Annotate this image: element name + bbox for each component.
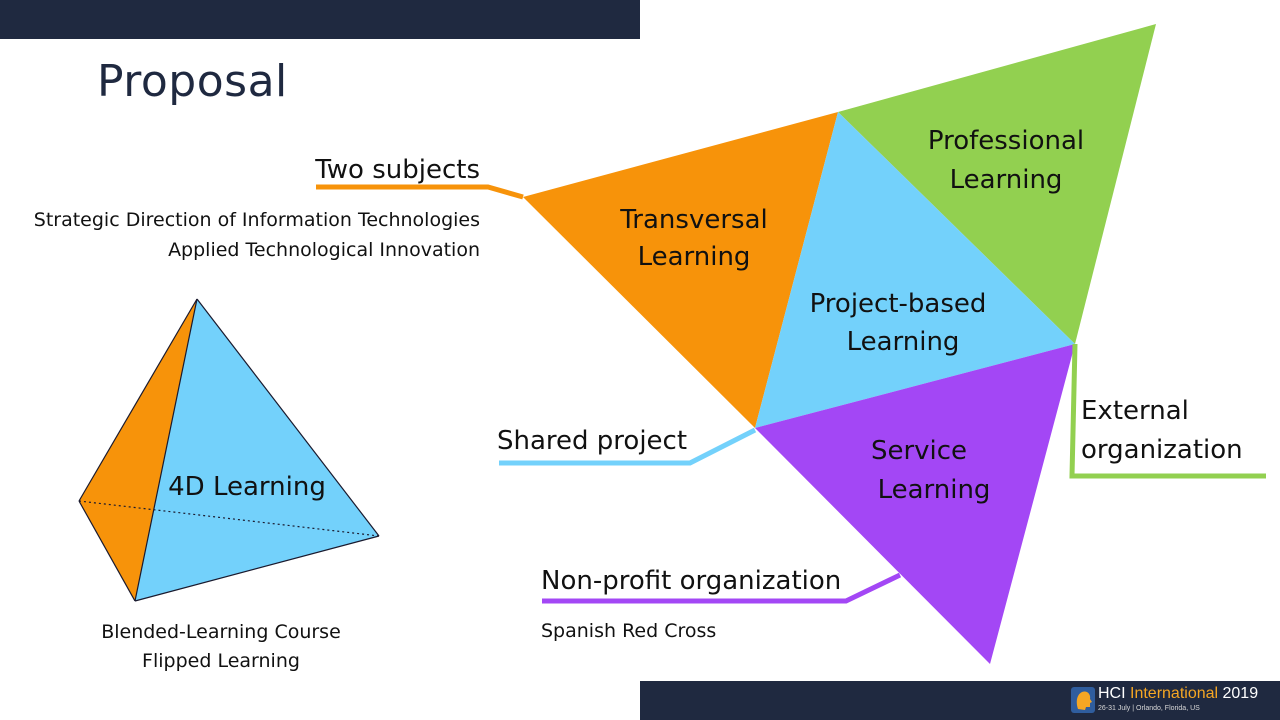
subject-item-2: Applied Technological Innovation xyxy=(168,239,480,261)
hci-international-logo: HCI International 2019 26-31 July | Orla… xyxy=(1068,683,1274,719)
head-silhouette-icon xyxy=(1071,687,1095,713)
professional-triangle xyxy=(838,24,1156,344)
two-subjects-connector xyxy=(316,184,524,200)
slide-title: Proposal xyxy=(97,56,288,107)
professional-label-line2: Learning xyxy=(950,165,1063,195)
nonprofit-heading: Non-profit organization xyxy=(541,566,841,596)
external-org-connector xyxy=(1069,343,1266,479)
service-label-line1: Service xyxy=(871,436,967,466)
subject-item-1: Strategic Direction of Information Techn… xyxy=(34,209,480,231)
tetrahedron-orange-face xyxy=(79,299,197,601)
transversal-triangle xyxy=(523,112,838,428)
tetrahedron-label: 4D Learning xyxy=(168,472,326,502)
tetrahedron-caption-1: Blended-Learning Course xyxy=(101,621,341,643)
two-subjects-heading: Two subjects xyxy=(314,155,480,185)
logo-main-text: HCI International 2019 xyxy=(1098,685,1259,702)
tetrahedron-blue-face xyxy=(135,299,379,601)
project-label-line2: Learning xyxy=(847,327,960,357)
transversal-label-line2: Learning xyxy=(638,242,751,272)
nonprofit-connector xyxy=(542,572,902,604)
tetrahedron-caption-2: Flipped Learning xyxy=(142,650,300,672)
professional-label-line1: Professional xyxy=(928,126,1084,156)
shared-project-connector xyxy=(499,427,757,466)
external-org-line2: organization xyxy=(1081,435,1243,465)
service-label-line2: Learning xyxy=(878,475,991,505)
project-label-line1: Project-based xyxy=(810,289,987,319)
nonprofit-item: Spanish Red Cross xyxy=(541,620,716,642)
external-org-line1: External xyxy=(1081,396,1189,426)
project-based-triangle xyxy=(755,112,1075,428)
shared-project-heading: Shared project xyxy=(497,426,687,456)
bottom-footer-bar xyxy=(640,681,1280,720)
logo-subline: 26-31 July | Orlando, Florida, US xyxy=(1098,705,1200,712)
top-header-bar xyxy=(0,0,640,39)
transversal-label-line1: Transversal xyxy=(619,205,767,235)
service-triangle xyxy=(755,344,1075,664)
tetrahedron-edges xyxy=(78,298,380,602)
